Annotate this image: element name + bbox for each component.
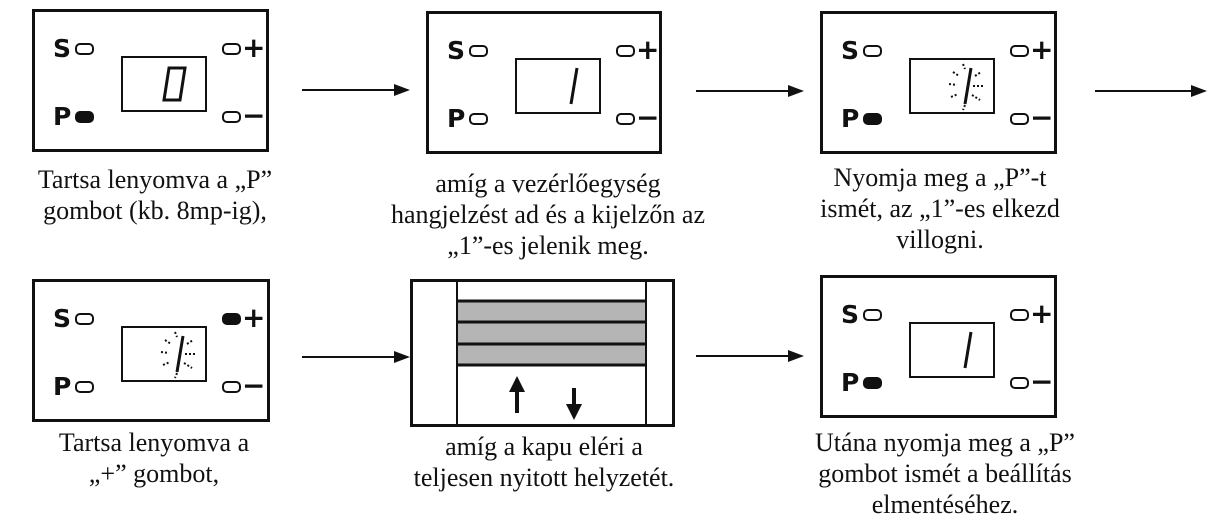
label-minus: −	[636, 101, 660, 134]
indicator-minus	[1010, 113, 1029, 125]
arrow-up-icon	[509, 376, 525, 413]
digit-0	[162, 66, 187, 102]
indicator-s	[469, 45, 488, 57]
door-slat-2	[458, 323, 645, 343]
control-panel-step-4: S P + −	[32, 279, 270, 422]
caption-step-5: amíg a kapu eléri a teljesen nyitott hel…	[413, 432, 675, 492]
lcd-display	[909, 58, 995, 114]
lcd-display	[909, 322, 995, 378]
digit-1	[963, 331, 973, 369]
flow-arrow-2	[696, 85, 804, 97]
caption-step-6: Utána nyomja meg a „P” gombot ismét a be…	[815, 428, 1075, 519]
indicator-minus	[1010, 377, 1029, 389]
control-panel-step-2: S P + −	[426, 11, 662, 154]
lcd-display	[121, 56, 207, 112]
caption-step-4: Tartsa lenyomva a „+” gombot,	[58, 428, 250, 488]
indicator-p	[863, 113, 882, 125]
indicator-s	[863, 309, 882, 321]
indicator-p	[863, 377, 882, 389]
garage-door-opening-panel	[410, 279, 675, 427]
label-plus: +	[1030, 33, 1054, 66]
label-plus: +	[242, 301, 266, 334]
indicator-p	[75, 111, 94, 123]
label-p: P	[447, 104, 466, 133]
indicator-plus	[1010, 309, 1029, 321]
label-p: P	[53, 372, 72, 401]
flow-arrow-4	[302, 351, 410, 363]
label-p: P	[841, 104, 860, 133]
label-plus: +	[1030, 297, 1054, 330]
indicator-plus	[222, 43, 241, 55]
indicator-s	[75, 43, 94, 55]
digit-1	[948, 63, 983, 111]
lcd-display	[515, 58, 601, 114]
flow-arrow-5	[696, 350, 804, 362]
label-p: P	[53, 102, 72, 131]
label-s: S	[53, 304, 72, 333]
digit-1	[160, 331, 195, 379]
door-slat-1	[458, 302, 645, 321]
door-slat-3	[458, 345, 645, 364]
flow-arrow-1	[302, 84, 410, 96]
garage-door-illustration	[456, 282, 647, 424]
lcd-display	[121, 326, 207, 382]
caption-step-3: Nyomja meg a „P”-t ismét, az „1”-es elke…	[820, 163, 1060, 254]
label-plus: +	[636, 33, 660, 66]
arrow-down-icon	[566, 388, 582, 420]
label-minus: −	[242, 99, 266, 132]
indicator-minus	[222, 111, 241, 123]
label-plus: +	[242, 31, 266, 64]
label-p: P	[841, 368, 860, 397]
indicator-plus	[616, 45, 635, 57]
label-s: S	[841, 36, 860, 65]
indicator-plus	[222, 313, 241, 325]
indicator-minus	[616, 113, 635, 125]
label-s: S	[447, 36, 466, 65]
control-panel-step-3: S P + −	[820, 11, 1057, 154]
control-panel-step-1: S P + −	[32, 9, 269, 152]
flow-arrow-3	[1095, 85, 1207, 97]
label-s: S	[53, 34, 72, 63]
label-minus: −	[242, 369, 266, 402]
indicator-p	[469, 113, 488, 125]
indicator-s	[75, 313, 94, 325]
indicator-minus	[222, 381, 241, 393]
label-minus: −	[1030, 101, 1054, 134]
label-minus: −	[1030, 365, 1054, 398]
indicator-s	[863, 45, 882, 57]
control-panel-step-6: S P + −	[820, 275, 1057, 418]
digit-1	[569, 67, 579, 105]
caption-step-1: Tartsa lenyomva a „P” gombot (kb. 8mp-ig…	[37, 165, 273, 225]
caption-step-2: amíg a vezérlőegység hangjelzést ad és a…	[390, 169, 706, 260]
indicator-plus	[1010, 45, 1029, 57]
label-s: S	[841, 300, 860, 329]
indicator-p	[75, 381, 94, 393]
